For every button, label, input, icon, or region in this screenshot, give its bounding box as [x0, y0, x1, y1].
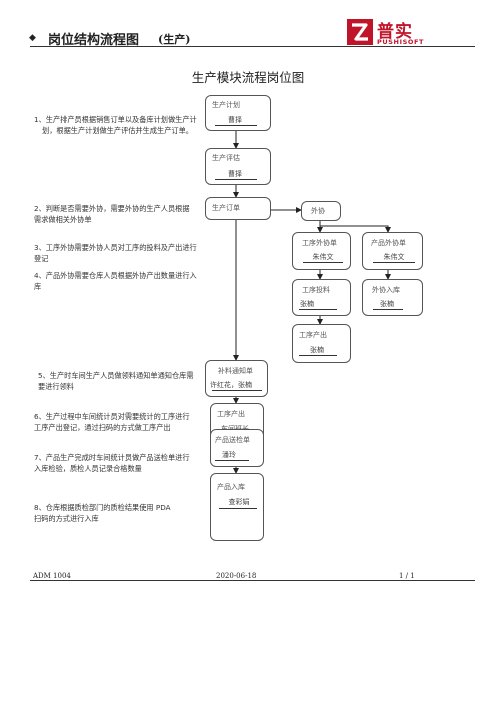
box-yield-a-person: 张楠	[310, 346, 324, 354]
box-proc-feed-person: 张楠	[300, 300, 314, 308]
box-process-yield-outsource: 工序产出 张楠	[292, 324, 351, 363]
note-6-line-2: 工序产出登记，通过扫码的方式做工序产出	[34, 423, 171, 432]
box-material-underline	[212, 390, 262, 391]
footer-page: 1 / 1	[399, 572, 415, 580]
note-1-line-2: 划，根据生产计划做生产评估并生成生产订单。	[42, 126, 193, 135]
header-subtitle: (生产)	[158, 33, 191, 46]
note-2-line-1: 2、判断是否需要外协，需要外协的生产人员根据	[34, 204, 190, 213]
page-title: 生产模块流程岗位图	[191, 70, 305, 85]
box-stockin-title: 产品入库	[217, 483, 245, 491]
box-proc-feed-underline	[299, 309, 337, 310]
header-bullet: ◆	[29, 33, 36, 43]
box-outsource-title: 外协	[311, 207, 325, 215]
box-production-order: 生产订单	[205, 197, 271, 220]
note-8: 8、仓库根据质检部门的质检结果使用 PDA 扫码的方式进行入库	[34, 502, 171, 524]
box-plan-underline	[215, 125, 257, 126]
note-5-line-2: 要进行领料	[38, 382, 74, 391]
footer-doc-no: ADM 1004	[33, 572, 71, 580]
note-4-line-1: 4、产品外协需要仓库人员根据外协产出数量进行入	[34, 271, 197, 280]
box-inspect-title: 产品送检单	[215, 436, 250, 444]
box-proc-feed-title: 工序投料	[302, 286, 330, 294]
note-1: 1、生产排产员根据销售订单以及备库计划做生产计 划，根据生产计划做生产评估并生成…	[34, 114, 197, 136]
note-6: 6、生产过程中车间统计员对需要统计的工序进行 工序产出登记，通过扫码的方式做工序…	[34, 411, 190, 433]
box-yield-a-underline	[299, 355, 337, 356]
box-stockin-underline	[219, 508, 257, 509]
note-6-line-1: 6、生产过程中车间统计员对需要统计的工序进行	[34, 412, 190, 421]
box-out-stock-underline	[373, 309, 403, 310]
box-prod-out-underline	[373, 262, 415, 263]
box-eval-title: 生产评估	[212, 154, 240, 162]
box-prod-out-title: 产品外协单	[371, 239, 406, 247]
box-inspect-person: 潘玲	[222, 451, 236, 459]
box-inspection-order: 产品送检单 潘玲	[210, 429, 264, 467]
company-logo: 普实 PUSHISOFT	[347, 17, 427, 49]
box-yield-b-title: 工序产出	[217, 410, 245, 418]
logo-name-en: PUSHISOFT	[377, 38, 425, 46]
box-outsource-stock-in: 外协入库 张楠	[362, 279, 423, 316]
footer-divider	[30, 580, 475, 581]
box-stockin-person: 查彩娟	[228, 498, 250, 506]
note-3: 3、工序外协需要外协人员对工序的投料及产出进行 登记	[34, 242, 197, 264]
footer-date: 2020-06-18	[216, 572, 257, 580]
note-2-line-2: 需求做相关外协单	[34, 215, 92, 224]
box-outsource: 外协	[301, 201, 341, 221]
note-1-line-1: 1、生产排产员根据销售订单以及备库计划做生产计	[34, 115, 197, 124]
note-4: 4、产品外协需要仓库人员根据外协产出数量进行入 库	[34, 270, 197, 292]
note-7: 7、产品生产完成时车间统计员做产品送检单进行 入库检验，质检人员记录合格数量	[34, 452, 190, 474]
box-eval-underline	[215, 179, 257, 180]
box-material-person: 许红花，张楠	[210, 381, 252, 389]
box-out-stock-person: 张楠	[380, 300, 394, 308]
header-title: 岗位结构流程图	[48, 33, 140, 48]
box-process-feed: 工序投料 张楠	[292, 279, 351, 316]
box-inspect-underline	[215, 460, 249, 461]
logo-mark-icon	[347, 19, 373, 45]
box-proc-out-person: 朱伟文	[312, 253, 334, 261]
box-plan-title: 生产计划	[212, 101, 240, 109]
note-5-line-1: 5、生产时车间生产人员做领料通知单通知仓库需	[38, 371, 194, 380]
box-product-stock-in: 产品入库 查彩娟	[210, 473, 264, 541]
note-2: 2、判断是否需要外协，需要外协的生产人员根据 需求做相关外协单	[34, 203, 190, 225]
box-process-outsource-order: 工序外协单 朱伟文	[292, 232, 351, 270]
box-product-outsource-order: 产品外协单 朱伟文	[362, 232, 423, 270]
note-8-line-2: 扫码的方式进行入库	[34, 514, 99, 523]
note-3-line-2: 登记	[34, 254, 49, 263]
note-4-line-2: 库	[34, 282, 42, 291]
box-proc-out-title: 工序外协单	[302, 239, 337, 247]
logo-name-cn: 普实	[377, 22, 413, 42]
note-5: 5、生产时车间生产人员做领料通知单通知仓库需 要进行领料	[38, 370, 194, 392]
box-out-stock-title: 外协入库	[372, 286, 400, 294]
note-7-line-1: 7、产品生产完成时车间统计员做产品送检单进行	[34, 453, 190, 462]
box-order-title: 生产订单	[212, 204, 240, 212]
box-production-plan: 生产计划 曹择	[205, 95, 271, 131]
box-prod-out-person: 朱伟文	[383, 253, 405, 261]
box-material-title: 补料通知单	[218, 367, 253, 375]
box-plan-person: 曹择	[228, 116, 242, 124]
header-divider	[30, 46, 475, 47]
box-proc-out-underline	[303, 262, 343, 263]
box-eval-person: 曹择	[228, 170, 242, 178]
note-8-line-1: 8、仓库根据质检部门的质检结果使用 PDA	[34, 503, 171, 512]
note-3-line-1: 3、工序外协需要外协人员对工序的投料及产出进行	[34, 243, 197, 252]
box-production-eval: 生产评估 曹择	[205, 148, 271, 185]
box-material-notice: 补料通知单 许红花，张楠	[205, 360, 268, 397]
box-yield-a-title: 工序产出	[299, 331, 327, 339]
note-7-line-2: 入库检验，质检人员记录合格数量	[34, 464, 142, 473]
